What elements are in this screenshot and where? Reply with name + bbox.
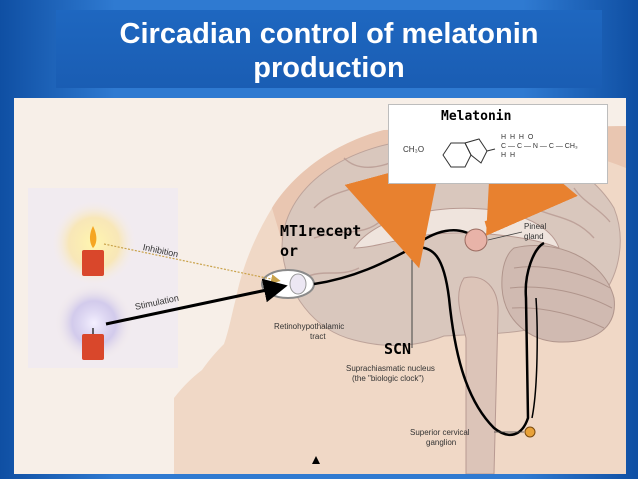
scn-desc-1: Suprachiasmatic nucleus [346,364,435,373]
mt1-receptor-label-1: MT1recept [280,222,362,240]
descending-pathway [411,241,545,437]
brain-diagram-svg [28,124,626,474]
mt1-receptor-label-2: or [280,242,299,260]
scn-desc-2: (the "biologic clock") [352,374,424,383]
pineal-label-2: gland [524,232,544,241]
melatonin-box: Melatonin CH₃O H H H O C — C — N — C — C… [388,104,608,184]
title-box: Circadian control of melatonin productio… [56,10,602,88]
pineal-gland [464,228,488,252]
pineal-label-1: Pineal [524,222,547,231]
indole-ring-icon [442,138,496,168]
slide-title-line2: production [253,52,405,84]
diagram-figure: Melatonin CH₃O H H H O C — C — N — C — C… [14,98,626,474]
chem-right: H H H O C — C — N — C — CH₃ H H [501,134,578,159]
brainstem [458,276,499,474]
slide-title-line1: Circadian control of melatonin [119,18,539,50]
retino-label-1: Retinohypothalamic [274,322,345,331]
ganglion-label-2: ganglion [426,438,457,447]
inhibition-ray [103,243,281,284]
scn-label: SCN [384,340,412,358]
ganglion-node [524,426,536,438]
ganglion-label-1: Superior cervical [410,428,470,437]
retino-label-2: tract [310,332,326,341]
candle-bottom [82,334,104,360]
candle-top [82,250,104,276]
purple-glow [54,283,134,363]
melatonin-label: Melatonin [441,109,512,124]
flame-icon [89,226,97,248]
cerebellum [501,244,615,343]
scn-node [406,244,418,256]
stimulation-ray [105,278,288,326]
chem-left: CH₃O [403,145,425,154]
